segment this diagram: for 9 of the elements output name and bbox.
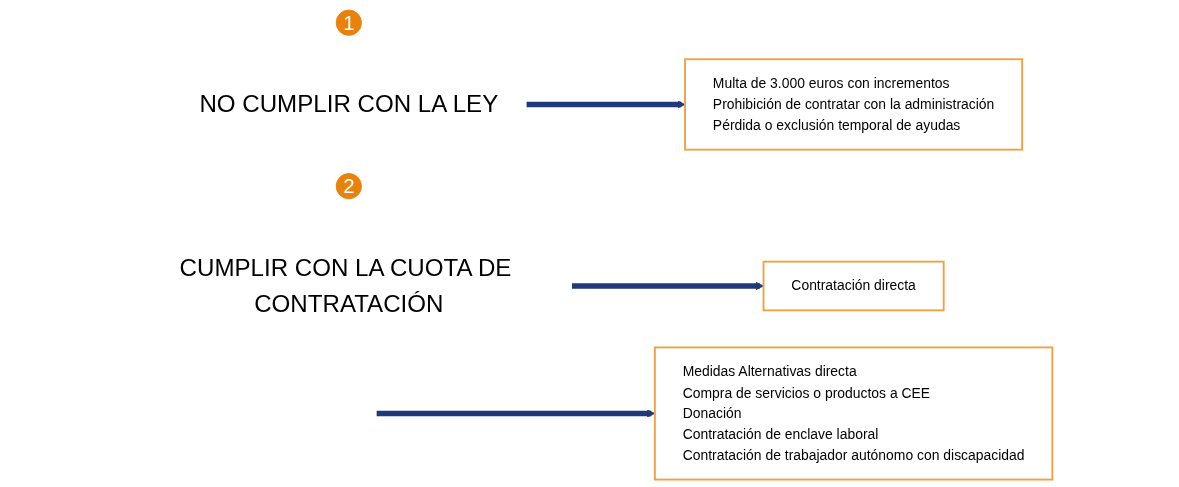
- node-circle: 2: [335, 173, 363, 200]
- arrow: [376, 409, 656, 418]
- node-text: NO CUMPLIR CON LA LEY: [199, 90, 499, 118]
- node-circle: 1: [335, 9, 363, 36]
- node-box: Contratación directa: [762, 260, 945, 312]
- node-box: Medidas Alternativas directa Compra de servicios o productos a CEE Donación Contratación de enclave laboral Contratación de trabajador autónomo con discapacidad: [654, 346, 1054, 481]
- node-box: Multa de 3.000 euros con incrementos Prohibición de contratar con la administración Pérdida o exclusión temporal de ayudas: [684, 58, 1024, 151]
- node-text: CUMPLIR CON LA CUOTA DE CONTRATACIÓN: [179, 253, 512, 318]
- arrow: [526, 100, 686, 109]
